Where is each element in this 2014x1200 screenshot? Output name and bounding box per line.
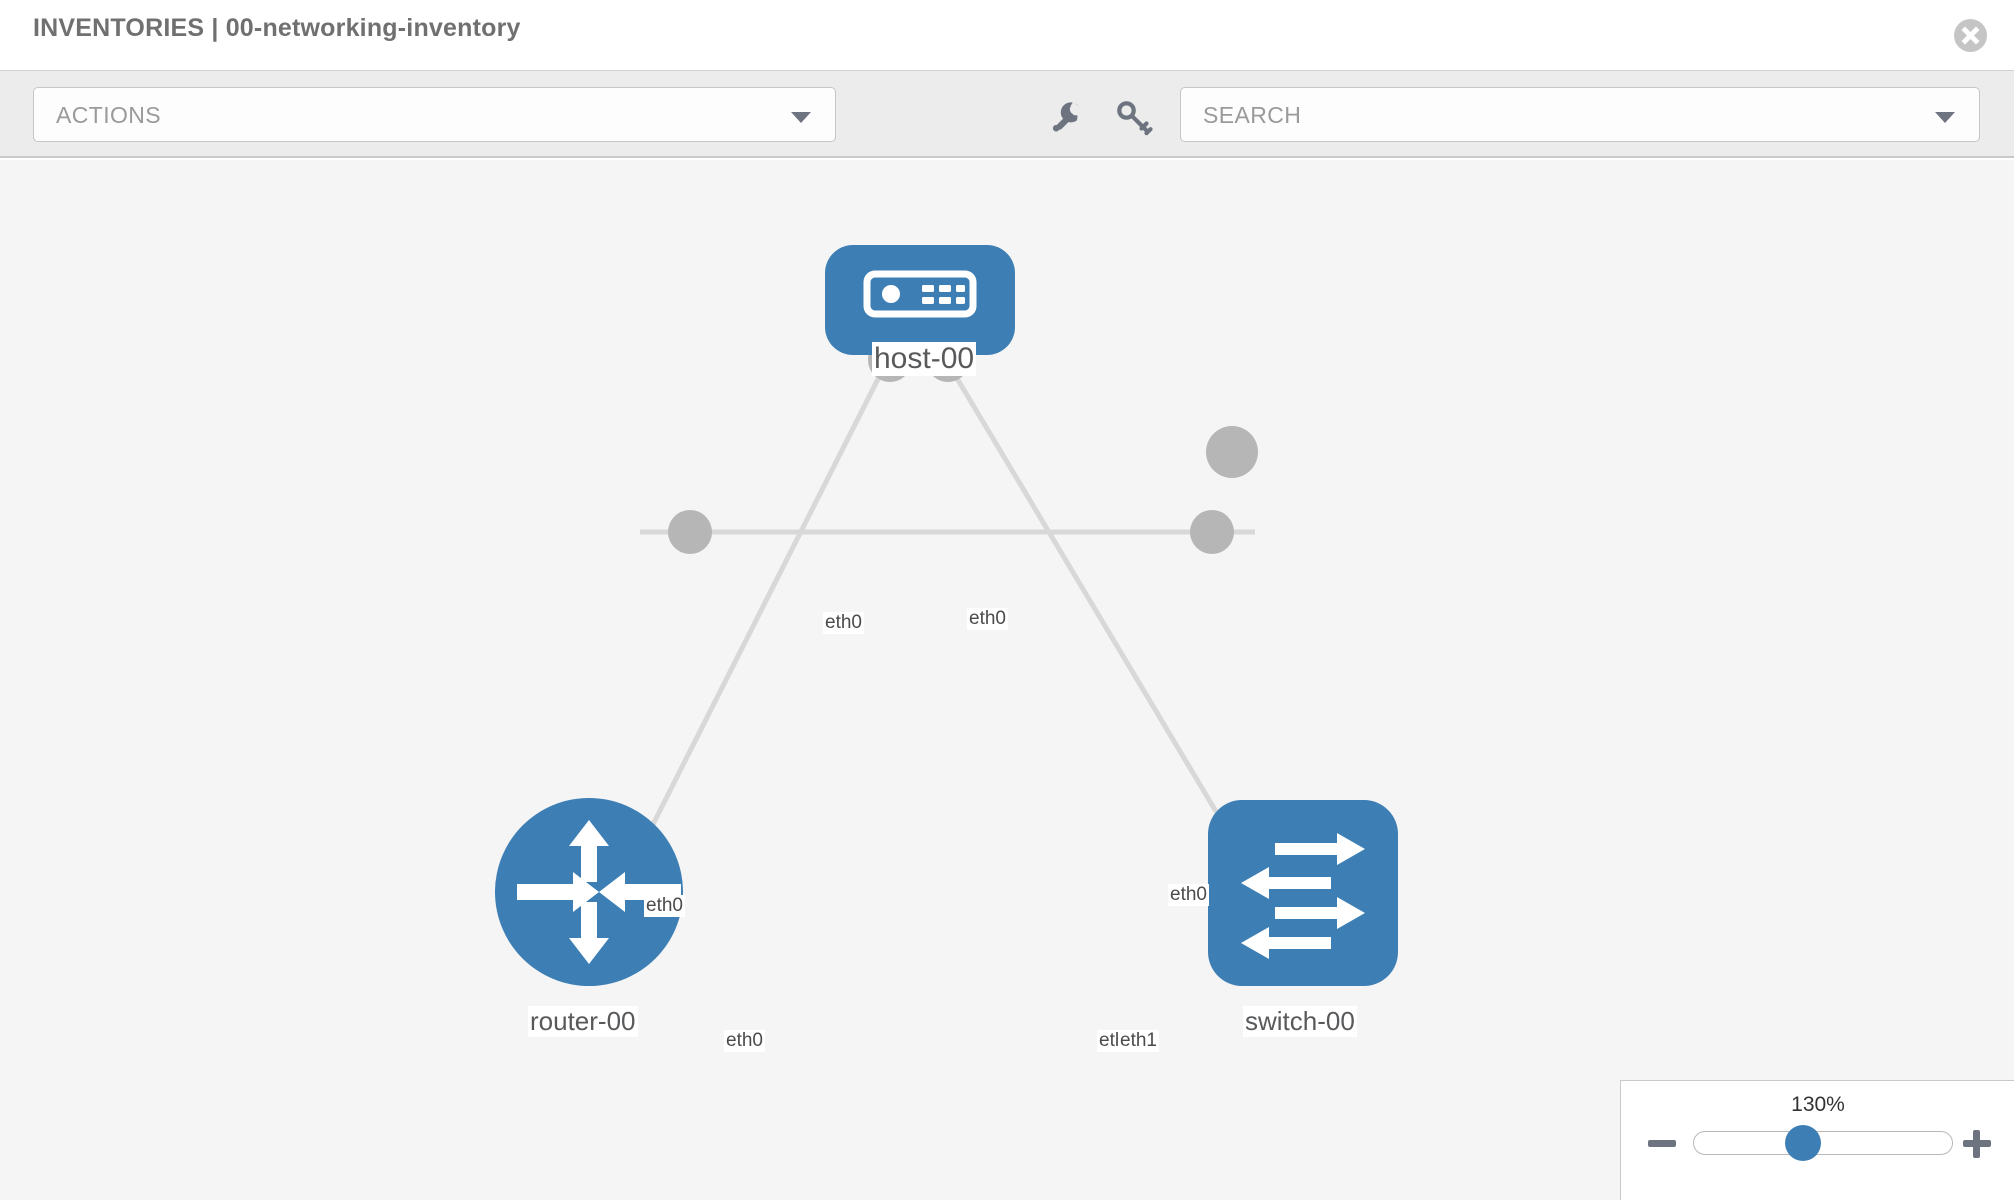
node-label-host-00: host-00 xyxy=(872,342,977,376)
zoom-in-button[interactable] xyxy=(1960,1127,1994,1161)
search-chevron-down-icon[interactable] xyxy=(1935,112,1955,123)
zoom-out-button[interactable] xyxy=(1645,1127,1679,1161)
page-header: INVENTORIES | 00-networking-inventory xyxy=(0,0,2014,70)
server-icon xyxy=(863,270,977,318)
node-router-00[interactable] xyxy=(495,798,683,986)
iface-label-host-left: eth0 xyxy=(823,612,864,634)
wrench-icon xyxy=(1052,101,1082,132)
wrench-button[interactable] xyxy=(1047,97,1087,137)
search-placeholder: SEARCH xyxy=(1203,102,1302,128)
router-icon xyxy=(517,820,681,964)
zoom-slider[interactable] xyxy=(1693,1131,1953,1155)
node-label-router-00: router-00 xyxy=(528,1006,638,1037)
zoom-slider-thumb[interactable] xyxy=(1785,1125,1821,1161)
key-button[interactable] xyxy=(1113,97,1153,137)
topology-graph xyxy=(495,245,1398,986)
zoom-level-label: 130% xyxy=(1791,1093,1845,1116)
node-host-00[interactable] xyxy=(825,245,1015,355)
edge-host-router[interactable] xyxy=(632,373,883,862)
toolbar: ACTIONS SEARCH xyxy=(0,70,2014,158)
chevron-down-icon xyxy=(791,112,811,123)
topology-canvas[interactable]: host-00 router-00 switch-00 eth0 eth0 et… xyxy=(0,160,2014,1200)
close-icon xyxy=(1961,26,1980,45)
actions-dropdown-label: ACTIONS xyxy=(56,102,162,128)
edge-layer xyxy=(632,373,1255,862)
connector-switch-top[interactable] xyxy=(1206,426,1258,478)
page-title: INVENTORIES | 00-networking-inventory xyxy=(33,14,521,42)
close-button[interactable] xyxy=(1954,19,1987,52)
iface-label-router-right: eth0 xyxy=(724,1030,765,1052)
actions-dropdown[interactable]: ACTIONS xyxy=(33,87,836,142)
search-input[interactable]: SEARCH xyxy=(1180,87,1980,142)
switch-icon xyxy=(1241,833,1365,959)
iface-label-switch-left: eth1 xyxy=(1118,1030,1159,1052)
iface-label-switch-up: eth0 xyxy=(1168,884,1209,906)
connector-router-right[interactable] xyxy=(668,510,712,554)
zoom-control: 130% xyxy=(1620,1080,2014,1200)
iface-label-host-right: eth0 xyxy=(967,608,1008,630)
plus-icon xyxy=(1963,1130,1991,1158)
connector-switch-left[interactable] xyxy=(1190,510,1234,554)
minus-icon xyxy=(1648,1140,1676,1147)
edge-host-switch[interactable] xyxy=(952,373,1248,862)
node-label-switch-00: switch-00 xyxy=(1243,1006,1357,1037)
key-icon xyxy=(1117,101,1153,136)
iface-label-router-up: eth0 xyxy=(644,895,685,917)
node-switch-00[interactable] xyxy=(1208,800,1398,986)
